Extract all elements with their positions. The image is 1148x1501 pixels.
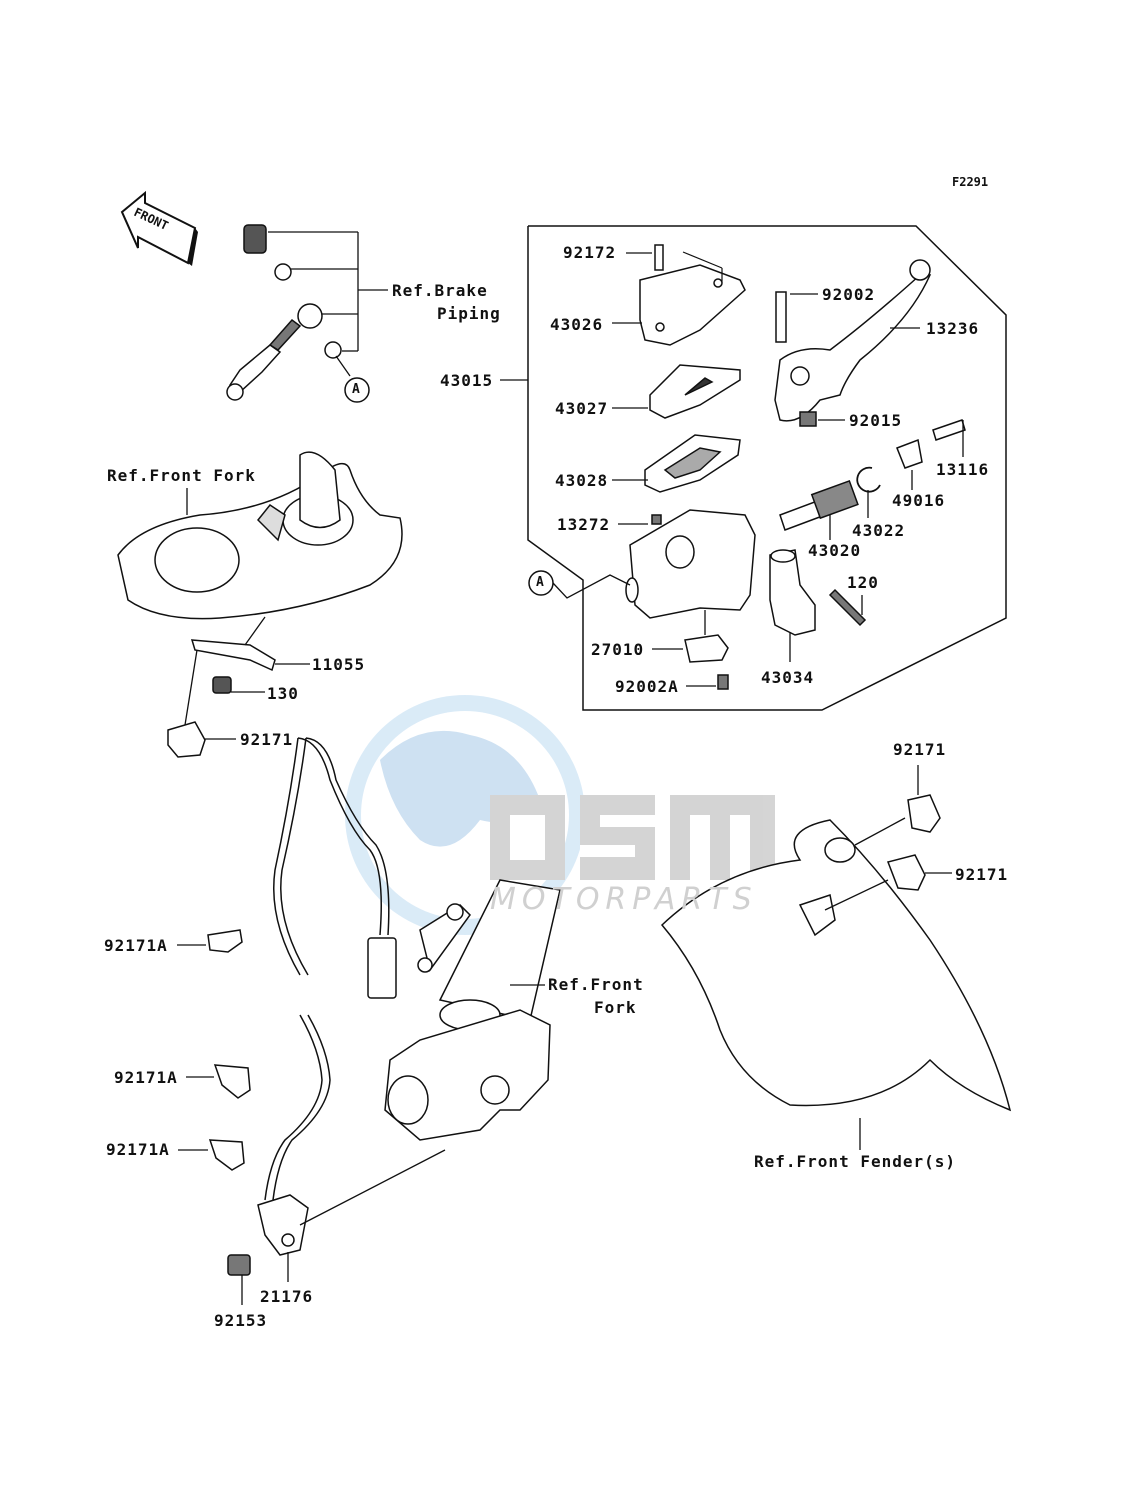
clamp-92171a-1	[207, 929, 243, 953]
part-92015: 92015	[849, 411, 903, 430]
ref-brake-piping-line1: Ref.Brake	[392, 281, 488, 300]
nut-92015	[799, 411, 817, 427]
front-arrow-icon	[120, 190, 198, 266]
part-92171-left: 92171	[240, 730, 294, 749]
ref-front-fork-line2: Fork	[594, 998, 637, 1017]
front-fender	[660, 819, 1012, 1112]
part-92172: 92172	[563, 243, 617, 262]
part-43028: 43028	[555, 471, 609, 490]
diagram-code: F2291	[952, 175, 989, 189]
master-cylinder-body-43015	[625, 509, 756, 619]
reservoir-cap-43026	[639, 264, 746, 346]
ref-front-fork-line1: Ref.Front	[548, 975, 644, 994]
clamp-92171-right-mid	[886, 854, 926, 891]
front-fork-top-clamp	[117, 451, 403, 620]
marker-a-top-label: A	[352, 382, 361, 397]
part-92171a-2: 92171A	[114, 1068, 178, 1087]
part-92002: 92002	[822, 285, 876, 304]
part-92153: 92153	[214, 1311, 268, 1330]
clamp-92171a-2	[213, 1064, 251, 1099]
boot-49016	[896, 438, 923, 469]
holder-43034	[769, 549, 816, 636]
part-43026: 43026	[550, 315, 604, 334]
part-27010: 27010	[591, 640, 645, 659]
sensor-connector	[367, 937, 397, 999]
pivot-bolt-92002	[775, 291, 787, 343]
speed-sensor-21176	[257, 1194, 309, 1256]
watermark-logo	[345, 695, 775, 935]
part-43020: 43020	[808, 541, 862, 560]
bracket-11055	[190, 639, 276, 672]
lever-13236	[774, 259, 932, 422]
part-13236: 13236	[926, 319, 980, 338]
ref-front-fender: Ref.Front Fender(s)	[754, 1152, 957, 1171]
marker-a-top	[344, 377, 370, 403]
part-21176: 21176	[260, 1287, 314, 1306]
marker-a-bottom-label: A	[536, 575, 545, 590]
screw-13272	[651, 514, 662, 525]
diaphragm-plate-43027	[649, 364, 741, 419]
sensor-cable	[264, 737, 390, 1201]
brake-piping-parts	[226, 224, 342, 401]
part-13116: 13116	[936, 460, 990, 479]
part-92171-right-mid: 92171	[955, 865, 1009, 884]
part-43027: 43027	[555, 399, 609, 418]
part-49016: 49016	[892, 491, 946, 510]
part-11055: 11055	[312, 655, 366, 674]
watermark-sub: MOTORPARTS	[490, 882, 758, 917]
part-92171a-3: 92171A	[106, 1140, 170, 1159]
clamp-92171a-3	[208, 1139, 245, 1171]
bolt-120	[828, 588, 867, 627]
switch-27010	[684, 634, 729, 663]
part-43034: 43034	[761, 668, 815, 687]
part-43015: 43015	[440, 371, 494, 390]
diaphragm-43028	[644, 434, 741, 493]
part-92171a-1: 92171A	[104, 936, 168, 955]
ref-brake-piping-line2: Piping	[437, 304, 501, 323]
bolt-130	[212, 676, 232, 694]
part-43022: 43022	[852, 521, 906, 540]
part-92002a: 92002A	[615, 677, 679, 696]
circlip-43022	[856, 466, 881, 493]
piston-kit-43020	[779, 479, 859, 531]
part-120: 120	[847, 573, 879, 592]
marker-a-bottom	[528, 570, 554, 596]
screw-92002a	[717, 674, 729, 690]
screw-92172	[654, 244, 664, 271]
part-13272: 13272	[557, 515, 611, 534]
bolt-13116	[932, 419, 966, 441]
bolt-92153	[227, 1254, 251, 1276]
part-92171-right-top: 92171	[893, 740, 947, 759]
ref-front-fork-top: Ref.Front Fork	[107, 466, 256, 485]
part-130: 130	[267, 684, 299, 703]
clamp-92171-right-top	[907, 794, 941, 833]
assembly-box	[527, 225, 1007, 711]
brake-piping-leaders	[268, 231, 388, 377]
clamp-92171-left	[167, 721, 206, 758]
marker-a-leader	[552, 574, 631, 599]
